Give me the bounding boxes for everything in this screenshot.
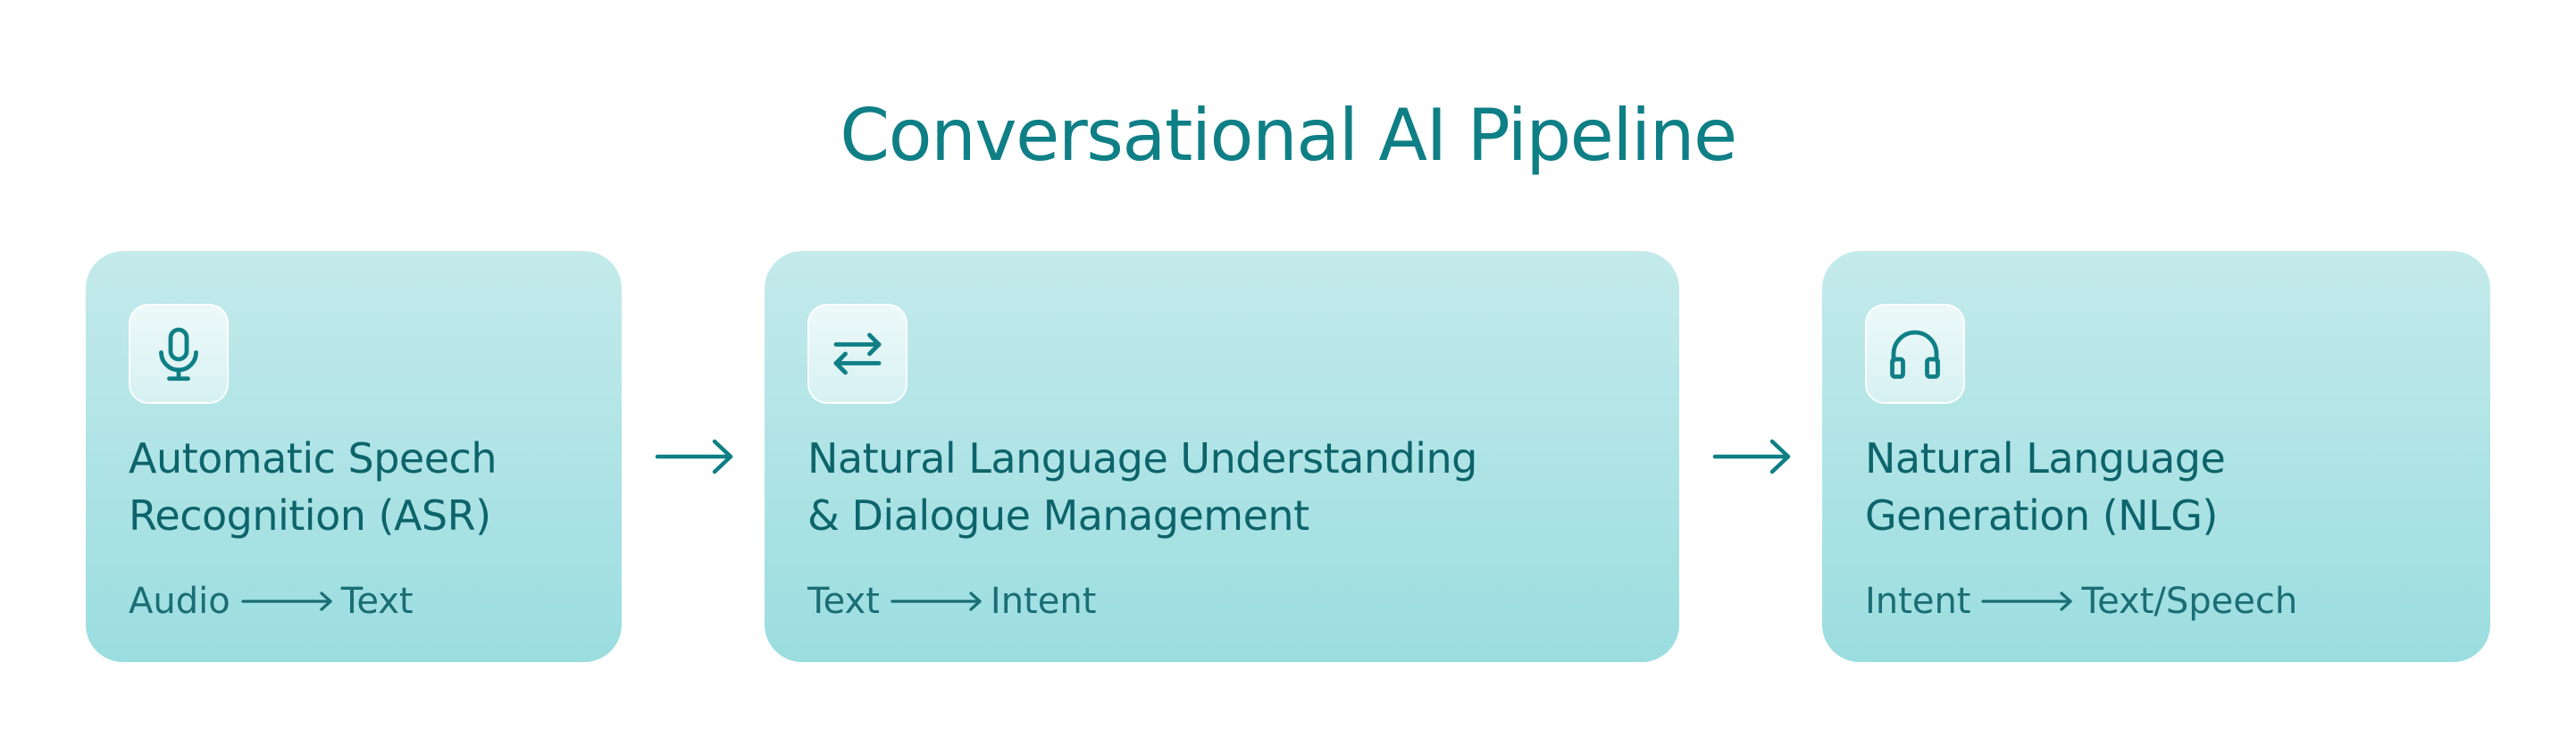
stage-card-nlu: Natural Language Understanding & Dialogu… bbox=[765, 251, 1679, 662]
headphones-icon bbox=[1890, 330, 1940, 379]
microphone-icon bbox=[159, 327, 198, 382]
stage-title-line: Recognition (ASR) bbox=[129, 491, 491, 540]
stage-card-asr: Automatic Speech Recognition (ASR) Audio… bbox=[86, 251, 622, 662]
long-arrow-icon bbox=[891, 592, 982, 611]
stage-input-label: Text bbox=[807, 581, 880, 622]
stage-output-label: Text/Speech bbox=[2081, 581, 2298, 622]
stage-title: Natural Language Generation (NLG) bbox=[1865, 430, 2226, 544]
stage-title: Natural Language Understanding & Dialogu… bbox=[807, 430, 1477, 544]
stage-card-nlg: Natural Language Generation (NLG) Intent… bbox=[1822, 251, 2490, 662]
stage-output-label: Intent bbox=[990, 581, 1097, 622]
icon-tile bbox=[129, 304, 229, 404]
icon-tile bbox=[807, 304, 907, 404]
stage-output-label: Text bbox=[340, 581, 414, 622]
swap-arrows-icon bbox=[833, 332, 882, 375]
arrow-right-icon bbox=[655, 439, 733, 474]
stage-input-label: Audio bbox=[129, 581, 230, 622]
stage-input-label: Intent bbox=[1865, 581, 1971, 622]
icon-tile bbox=[1865, 304, 1965, 404]
stage-title-line: Generation (NLG) bbox=[1865, 491, 2218, 540]
diagram-title: Conversational AI Pipeline bbox=[840, 94, 1737, 177]
stage-title-line: Automatic Speech bbox=[129, 434, 497, 483]
stage-io-flow: Text Intent bbox=[807, 576, 1096, 626]
arrow-right-icon bbox=[1712, 439, 1791, 474]
stage-title-line: Natural Language bbox=[1865, 434, 2226, 483]
stage-io-flow: Audio Text bbox=[129, 576, 414, 626]
stage-io-flow: Intent Text/Speech bbox=[1865, 576, 2297, 626]
stage-title: Automatic Speech Recognition (ASR) bbox=[129, 430, 497, 544]
long-arrow-icon bbox=[241, 592, 332, 611]
stage-title-line: & Dialogue Management bbox=[807, 491, 1309, 540]
long-arrow-icon bbox=[1981, 592, 2073, 611]
stage-title-line: Natural Language Understanding bbox=[807, 434, 1477, 483]
